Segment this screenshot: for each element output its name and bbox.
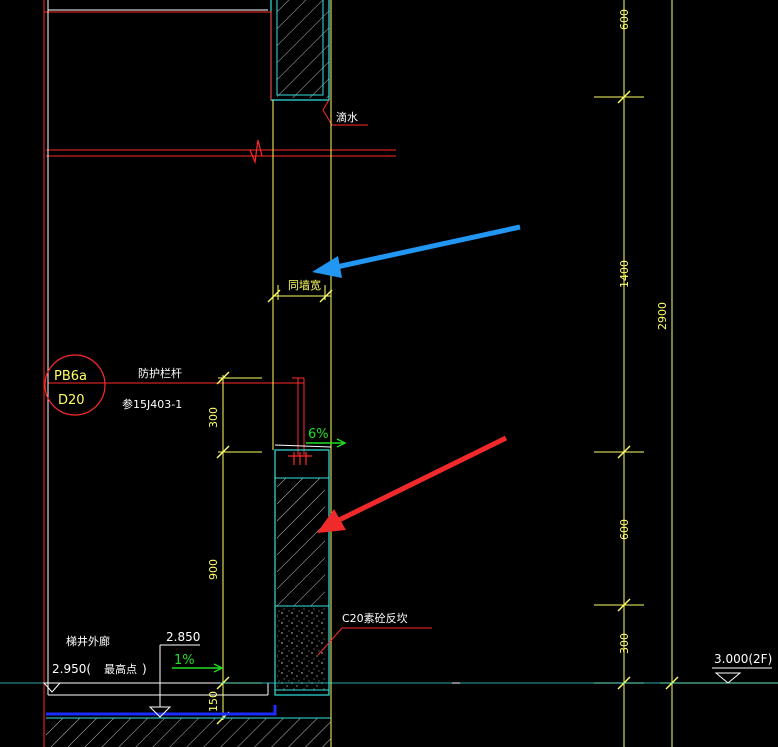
upper-wall-block [270,0,330,101]
dim-right-bottom: 300 [618,633,631,654]
slope-arrows [172,438,347,673]
dim-left-bottom: 150 [207,691,220,712]
dim-right-total: 2900 [656,302,669,330]
slope-top-label: 6% [308,427,329,442]
tag-top-label: PB6a [54,369,87,384]
level-295-label: 2.950( [52,662,91,676]
blue-arrow-icon [312,224,521,278]
level-markers [42,644,772,718]
level-285-label: 2.850 [166,630,200,644]
dim-right-top: 600 [618,9,631,30]
tag-bottom-label: D20 [58,393,85,408]
red-arrow-icon [317,435,508,533]
red-outline [43,0,396,747]
floor-slab [0,682,778,747]
text-layer: 滴水 同墙宽 防护栏杆 参15J403-1 C20素砼反坎 6% 1% 梯井外廊… [52,9,772,712]
white-outline [47,0,269,696]
slope-bottom-label: 1% [174,653,195,668]
floor-level-label: 3.000(2F) [714,652,772,666]
leader-lines [317,627,432,656]
gap-width-label: 同墙宽 [288,278,321,292]
stair-wall-label: 梯井外廊 [66,634,110,648]
paren-close-label: ) [142,662,147,676]
dim-left-upper: 300 [207,407,220,428]
railing-ref-label: 参15J403-1 [122,397,182,411]
level-highest-label: 最高点 [104,662,137,676]
dim-left-middle: 900 [207,559,220,580]
railing-anchor [288,452,312,465]
dim-right-lower: 600 [618,519,631,540]
concrete-label: C20素砼反坎 [342,612,408,625]
parapet-wall [274,444,332,696]
drip-label: 滴水 [336,110,358,124]
section-tag [44,354,106,416]
railing-label: 防护栏杆 [138,366,182,380]
drip-detail [322,99,368,126]
dim-right-middle: 1400 [618,260,631,288]
